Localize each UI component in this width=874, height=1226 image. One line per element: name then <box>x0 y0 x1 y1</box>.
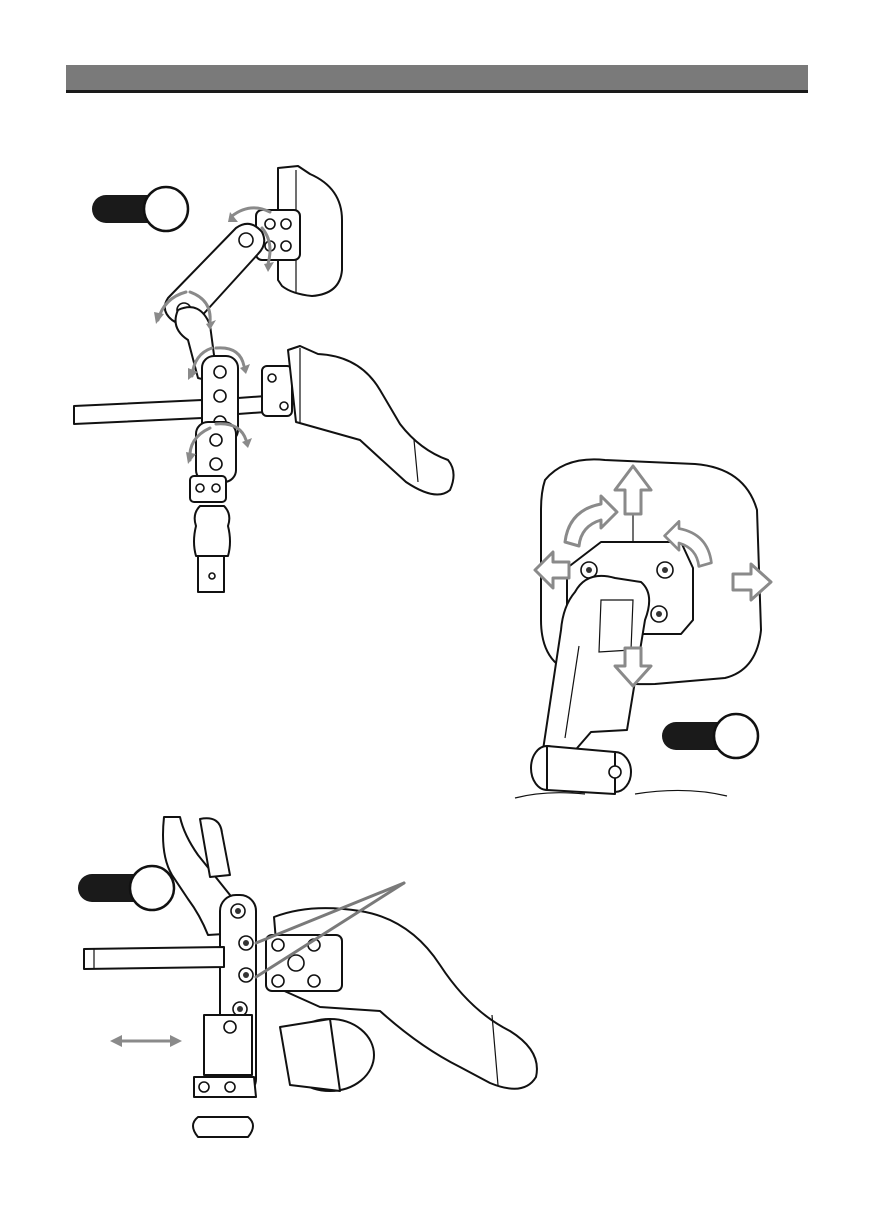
assembly-illustration <box>60 160 470 600</box>
armrest-mount-detail-illustration <box>80 815 550 1145</box>
step-badge-2 <box>662 712 764 760</box>
section-header-bar <box>66 65 808 93</box>
